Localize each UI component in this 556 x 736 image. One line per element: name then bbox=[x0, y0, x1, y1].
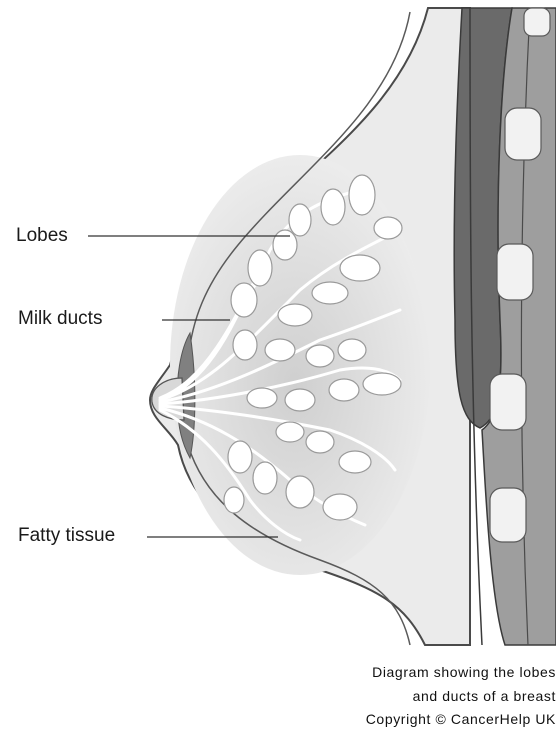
lobule bbox=[338, 339, 366, 361]
lobule bbox=[339, 451, 371, 473]
milk-ducts-label: Milk ducts bbox=[18, 308, 102, 330]
lobule bbox=[285, 389, 315, 411]
lobule bbox=[323, 494, 357, 520]
lobule bbox=[306, 345, 334, 367]
lobule bbox=[228, 441, 252, 473]
lobule bbox=[231, 283, 257, 317]
rib bbox=[505, 108, 541, 160]
rib bbox=[497, 244, 533, 300]
lobule bbox=[312, 282, 348, 304]
lobule bbox=[321, 189, 345, 225]
rib bbox=[490, 488, 526, 542]
rib bbox=[490, 374, 526, 430]
rib bbox=[524, 8, 550, 36]
lobule bbox=[265, 339, 295, 361]
lobule bbox=[233, 330, 257, 360]
lobule bbox=[224, 487, 244, 513]
lobule bbox=[253, 462, 277, 494]
caption-line-1: Diagram showing the lobes bbox=[372, 664, 556, 680]
lobes-label: Lobes bbox=[16, 225, 68, 247]
lobule bbox=[276, 422, 304, 442]
lobule bbox=[289, 204, 311, 236]
lobule bbox=[349, 175, 375, 215]
caption-line-2: and ducts of a breast bbox=[413, 688, 556, 704]
lobule bbox=[273, 230, 297, 260]
lobule bbox=[248, 250, 272, 286]
fatty-tissue-label: Fatty tissue bbox=[18, 525, 115, 547]
lobule bbox=[247, 388, 277, 408]
lobule bbox=[306, 431, 334, 453]
lobule bbox=[340, 255, 380, 281]
lobule bbox=[374, 217, 402, 239]
lobule bbox=[286, 476, 314, 508]
lobule bbox=[363, 373, 401, 395]
lobule bbox=[278, 304, 312, 326]
lobule bbox=[329, 379, 359, 401]
caption-line-3: Copyright © CancerHelp UK bbox=[366, 711, 556, 727]
